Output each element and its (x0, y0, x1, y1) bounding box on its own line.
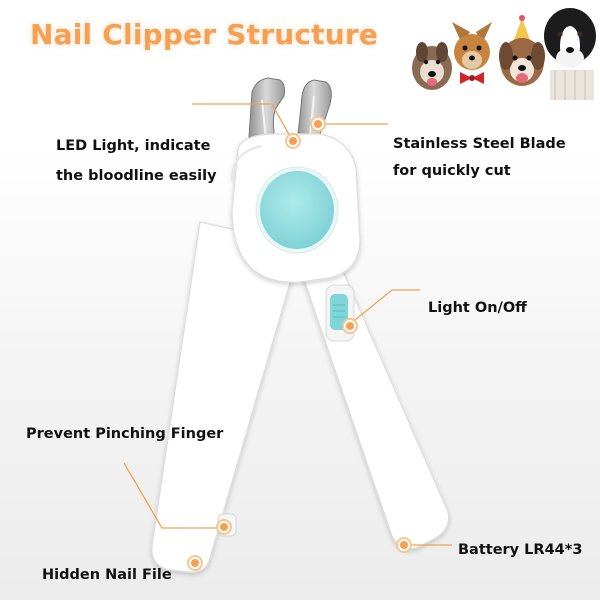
callout-switch-line (349, 289, 420, 325)
dogs-photo (410, 0, 600, 100)
label-battery: Battery LR44*3 (458, 542, 583, 558)
label-led-line2: the bloodline easily (56, 168, 217, 184)
callout-lines (123, 103, 452, 566)
dog-1-icon (412, 42, 452, 90)
label-nail-file: Hidden Nail File (42, 567, 172, 583)
led-button (255, 166, 339, 254)
label-led-line1: LED Light, indicate (56, 138, 211, 154)
dog-4-icon (544, 8, 596, 100)
handle-left (151, 221, 297, 573)
label-prevent-pinching: Prevent Pinching Finger (26, 426, 224, 442)
label-blade-line2: for quickly cut (393, 163, 511, 179)
label-light-switch: Light On/Off (428, 300, 527, 316)
label-blade-line1: Stainless Steel Blade (393, 136, 566, 152)
dog-3-icon (499, 15, 545, 86)
dog-2-icon (452, 22, 492, 84)
callout-pinch-line (123, 462, 220, 529)
page-title: Nail Clipper Structure (30, 18, 379, 51)
callout-dots (187, 116, 412, 571)
callout-led-line (192, 103, 293, 141)
handle-right (299, 259, 450, 550)
